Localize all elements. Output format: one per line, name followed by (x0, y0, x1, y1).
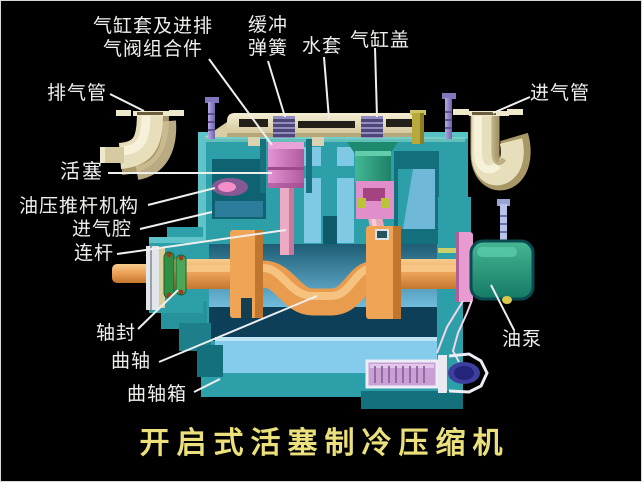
label-connecting-rod: 连杆 (74, 243, 115, 264)
leader-intake-pipe (492, 96, 531, 114)
label-cylinder-liner-valve-assembly: 气缸套及进排 气阀组合件 (89, 15, 217, 61)
label-buffer-spring-line1: 缓冲 (247, 15, 288, 36)
oil-strainer-part (365, 352, 489, 394)
label-cylinder-liner-valve-assembly-line1: 气缸套及进排 (92, 16, 213, 37)
label-cylinder-liner-valve-assembly-line2: 气阀组合件 (102, 39, 203, 60)
label-intake-chamber: 进气腔 (72, 219, 133, 240)
label-oil-pump: 油泵 (502, 329, 543, 350)
label-oil-push-rod-mechanism: 油压推杆机构 (19, 196, 140, 217)
leader-oil-push-rod (147, 187, 216, 206)
label-buffer-spring-line2: 弹簧 (247, 38, 288, 59)
leader-cylinder-head (374, 47, 378, 118)
label-piston: 活塞 (60, 161, 104, 183)
label-crankcase: 曲轴箱 (127, 384, 188, 405)
label-crankshaft: 曲轴 (111, 351, 152, 372)
head-bolt-left (205, 97, 219, 139)
yellow-boss (410, 110, 426, 144)
label-water-jacket: 水套 (302, 36, 343, 57)
left-cylinder-piston (248, 137, 324, 255)
head-bolt-right (442, 93, 456, 139)
exhaust-pipe-part (100, 110, 184, 180)
label-shaft-seal: 轴封 (96, 323, 137, 344)
leader-exhaust-pipe (109, 93, 145, 112)
label-cylinder-head: 气缸盖 (350, 30, 411, 51)
leader-water-jacket (323, 56, 330, 120)
buffer-spring-right-coil (361, 116, 383, 138)
leader-oil-pump (490, 284, 515, 331)
oil-push-rod-part (212, 178, 248, 196)
cylinder-head-plate (205, 113, 415, 137)
leader-connecting-rod (116, 229, 287, 255)
crankshaft-part (112, 226, 481, 319)
label-intake-pipe: 进气管 (530, 83, 591, 104)
label-exhaust-pipe: 排气管 (47, 83, 108, 104)
leader-buffer-spring (267, 60, 286, 118)
oil-pump-part (456, 199, 535, 304)
leader-lines (108, 47, 531, 393)
leader-cylinder-assembly (208, 58, 273, 146)
leader-shaft-seal (137, 289, 179, 330)
intake-pipe-part (453, 109, 531, 191)
leader-crankshaft (158, 295, 318, 363)
cylinder-block (198, 132, 471, 311)
leader-intake-chamber (139, 211, 213, 230)
diagram-title: 开启式活塞制冷压缩机 (139, 427, 510, 460)
leader-crankcase (193, 378, 221, 393)
label-buffer-spring: 缓冲 弹簧 (243, 14, 293, 60)
buffer-spring-left-coil (273, 116, 295, 138)
